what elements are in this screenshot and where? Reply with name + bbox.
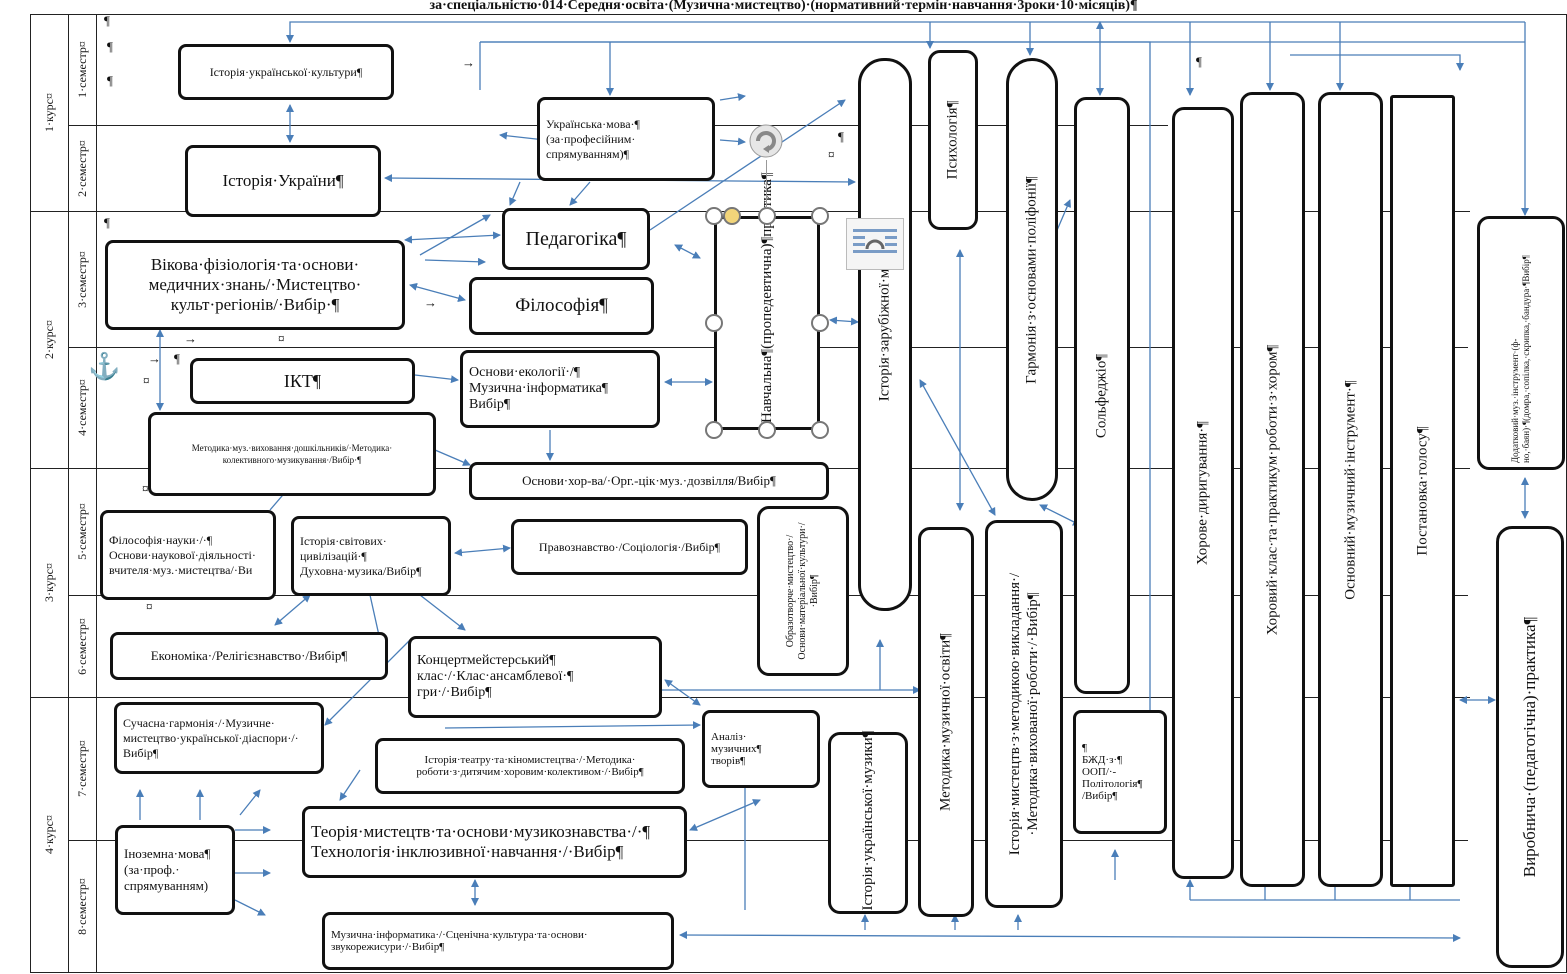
- vbox-ukr-music-history[interactable]: Історія·української·музики¶: [828, 731, 908, 914]
- resize-handle-bottom-left[interactable]: [705, 421, 723, 439]
- vbox-psychology[interactable]: Психологія¶: [928, 50, 978, 230]
- o-mark: ¤: [142, 481, 149, 496]
- resize-handle-top-left[interactable]: [705, 207, 723, 225]
- pilcrow-mark: ¶: [107, 73, 113, 88]
- pilcrow-mark: ¶: [1196, 54, 1202, 69]
- rotate-connector-line: [766, 160, 767, 208]
- year-line-3: [30, 697, 1470, 698]
- resize-handle-top-right[interactable]: [811, 207, 829, 225]
- vbox-visual-art[interactable]: Образотворче·мистецтво·/Основи·матеріаль…: [757, 506, 849, 676]
- box-theory[interactable]: Теорія·мистецтв·та·основи·музикознавства…: [302, 806, 687, 878]
- resize-handle-bottom-right[interactable]: [811, 421, 829, 439]
- resize-handle-bottom[interactable]: [758, 421, 776, 439]
- arrow-mark: →: [184, 331, 197, 346]
- pilcrow-mark: ¶: [104, 13, 110, 28]
- box-theatre[interactable]: Історія·театру·та·кіномистецтва·/·Методи…: [375, 738, 685, 794]
- vbox-extra-instrument[interactable]: Додатковий·муз.·інструмент·(ф-но,·баян)·…: [1477, 216, 1565, 470]
- box-law[interactable]: Правознавство·/Соціологія·/Вибір¶: [511, 519, 748, 575]
- box-foreign-language[interactable]: Іноземна·мова¶(за·проф.·спрямуванням): [115, 825, 235, 915]
- vbox-music-education-method[interactable]: Методика·музичної·освіти¶: [918, 527, 974, 917]
- box-ukr-history[interactable]: Історія·України¶: [185, 145, 381, 217]
- box-modern-harmony[interactable]: Сучасна·гармонія·/·Музичне·мистецтво·укр…: [114, 702, 324, 774]
- vbox-industrial-practice[interactable]: Виробнича·(педагогічна)·практика¶: [1496, 526, 1564, 968]
- grid-left-line: [30, 14, 31, 972]
- box-ikt[interactable]: ІКТ¶: [190, 358, 415, 404]
- semester-line-7: [68, 840, 1468, 841]
- vbox-harmony-polyphony[interactable]: Гармонія·з·основами·поліфонії¶: [1006, 58, 1058, 501]
- box-philosophy[interactable]: Філософія¶: [469, 277, 654, 335]
- box-safety[interactable]: ¶БЖД·з·¶ООП/·-Політологія¶/Вибір¶: [1073, 710, 1167, 834]
- year-line-1: [30, 211, 1470, 212]
- adjust-handle[interactable]: [723, 207, 741, 225]
- vbox-choral-class[interactable]: Хоровий·клас·та·практикум·роботи·з·хором…: [1240, 92, 1305, 887]
- pilcrow-mark: ¶: [104, 215, 110, 230]
- vbox-voice[interactable]: Постановка·голосу¶: [1390, 95, 1455, 887]
- currency-mark: ¤: [828, 147, 835, 162]
- box-science-philosophy[interactable]: Філософія·науки·/·¶Основи·наукової·діяль…: [100, 510, 276, 600]
- grid-semester-divider: [96, 14, 97, 972]
- vbox-foreign-music-history[interactable]: Історія·зарубіжної·м: [858, 58, 912, 611]
- box-concert[interactable]: Концертмейстерський¶клас·/·Клас·ансамбле…: [408, 636, 662, 718]
- anchor-icon[interactable]: ⚓: [88, 352, 121, 381]
- resize-handle-right[interactable]: [811, 314, 829, 332]
- box-informatics[interactable]: Музична·інформатика·/·Сценічна·культура·…: [322, 912, 674, 970]
- o-mark: ¤: [146, 599, 153, 614]
- pilcrow-mark: ¶: [838, 129, 844, 144]
- box-ukr-language[interactable]: Українська·мова·¶(за·професійним·спрямув…: [537, 97, 715, 181]
- pilcrow-mark: ¶: [174, 351, 180, 366]
- vbox-solfeggio[interactable]: Сольфеджіо¶: [1074, 97, 1130, 694]
- pilcrow-mark: ¶: [107, 39, 113, 54]
- box-ecology[interactable]: Основи·екології·/¶Музична·інформатика¶Ви…: [460, 350, 660, 428]
- box-ukr-culture[interactable]: Історія·української·культури¶: [178, 44, 394, 100]
- arrow-mark: →: [148, 351, 161, 366]
- box-physiology[interactable]: Вікова·фізіологія·та·основи·медичних·зна…: [105, 240, 405, 330]
- box-pedagogy[interactable]: Педагогіка¶: [502, 208, 650, 270]
- box-civilizations[interactable]: Історія·світових·цивілізацій·¶Духовна·му…: [291, 516, 451, 596]
- currency-mark: ¤: [143, 373, 150, 388]
- box-methodics-preschool[interactable]: Методика·муз.·виховання·дошкільників/·Ме…: [148, 412, 436, 496]
- arrow-mark: →: [424, 295, 437, 310]
- rotate-icon[interactable]: [747, 122, 785, 160]
- currency-mark: ¤: [278, 331, 285, 346]
- resize-handle-left[interactable]: [705, 314, 723, 332]
- grid-top-line: [30, 14, 1567, 15]
- layout-options-icon[interactable]: [846, 218, 904, 270]
- grid-bottom-line: [30, 972, 1567, 973]
- page-title: за·спеціальністю·014·Середня·освіта·(Муз…: [429, 0, 1138, 13]
- arrow-mark: →: [462, 55, 475, 70]
- vbox-educational-practice[interactable]: Навчальна¶(пропедевтична)¶практика¶: [714, 172, 820, 430]
- resize-handle-top[interactable]: [758, 207, 776, 225]
- box-analysis[interactable]: Аналіз·музичних¶творів¶: [702, 710, 820, 788]
- grid-year-divider: [68, 14, 69, 972]
- box-economics[interactable]: Економіка·/Релігієзнавство·/Вибір¶: [110, 632, 388, 680]
- vbox-main-instrument[interactable]: Основний·музичний·інструмент·¶: [1318, 92, 1383, 887]
- box-choral-basics[interactable]: Основи·хор-ва/·Орг.-цік·муз.·дозвілля/Ви…: [469, 462, 829, 500]
- vbox-art-history-method[interactable]: Історія·мистецтв·з·методикою·викладання·…: [985, 520, 1063, 908]
- vbox-choral-conducting[interactable]: Хорове·диригування·¶: [1172, 107, 1234, 879]
